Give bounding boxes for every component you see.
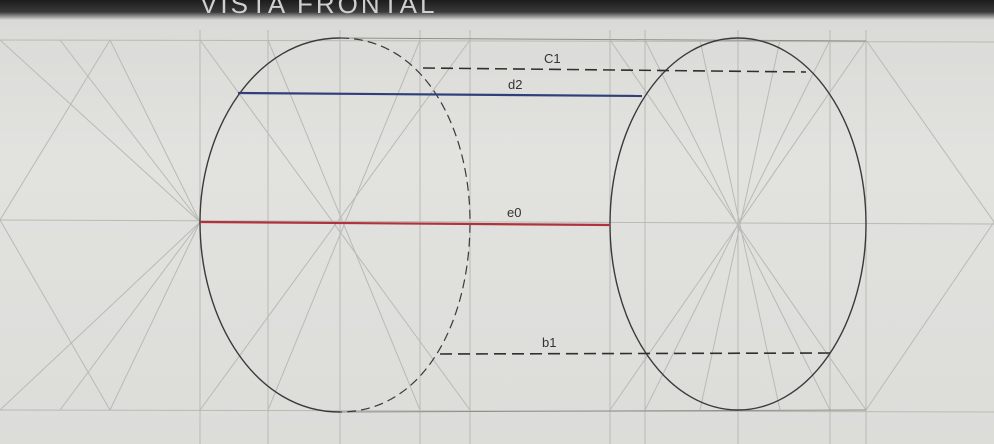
construction-line-center (0, 219, 994, 225)
bottom-tangent-line (339, 409, 867, 413)
construction-diagonal (0, 39, 111, 221)
top-tangent-line (339, 37, 867, 42)
construction-lines (0, 30, 994, 444)
construction-line-top (0, 39, 994, 43)
red-line-e0 (199, 220, 611, 227)
construction-diagonal (0, 39, 201, 223)
label-d2: d2 (508, 77, 523, 92)
construction-diagonal (59, 39, 201, 223)
dashed-line-c1 (422, 67, 807, 73)
construction-diagonal (109, 39, 201, 223)
outline-guides (339, 37, 867, 413)
label-e0: e0 (507, 205, 522, 220)
construction-diagonal (0, 221, 201, 411)
left-ellipse-hidden-arc (339, 37, 471, 413)
construction-diagonal (644, 39, 831, 411)
drawing-heading: VISTA FRONTAL (200, 0, 438, 19)
label-b1: b1 (542, 335, 557, 350)
photo-top-shadow (0, 0, 994, 20)
construction-diagonal (59, 221, 201, 411)
construction-diagonal (109, 221, 201, 411)
construction-diagonal (699, 39, 781, 411)
construction-diagonal (865, 39, 994, 223)
dashed-line-b1 (439, 352, 833, 355)
construction-diagonal (267, 39, 421, 411)
construction-diagonal (0, 219, 111, 411)
construction-diagonal (199, 39, 471, 411)
construction-diagonal (865, 221, 994, 411)
label-c1: C1 (544, 51, 561, 66)
blue-line-d2 (237, 91, 643, 98)
